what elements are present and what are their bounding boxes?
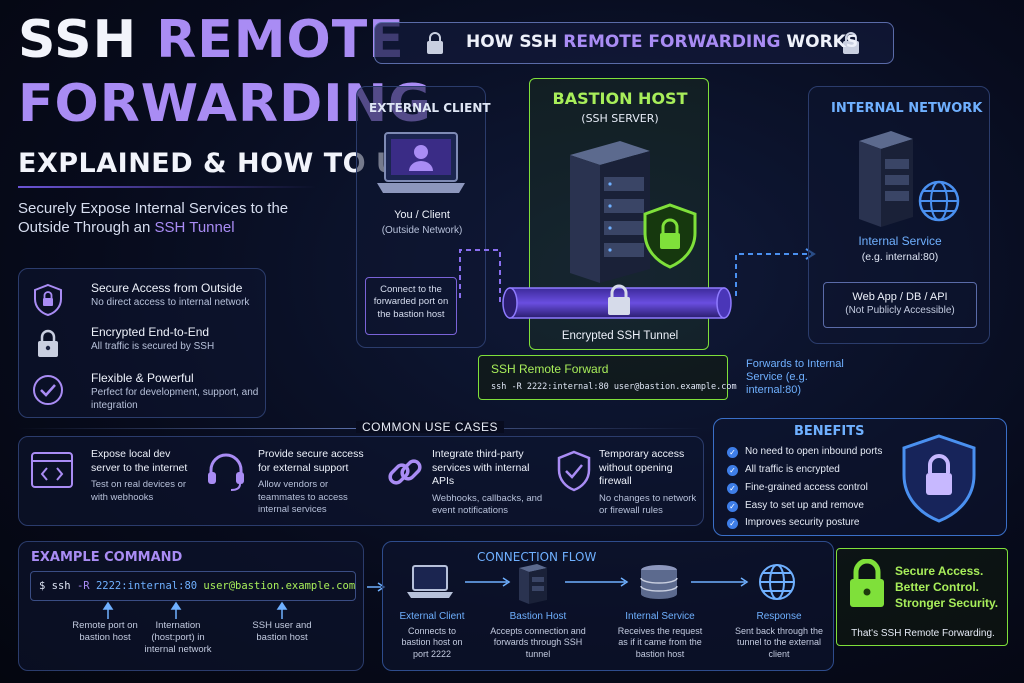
benefit-item: ✓All traffic is encrypted — [727, 465, 840, 476]
laptop-icon — [407, 565, 453, 598]
globe-icon — [759, 564, 795, 600]
feature-title: Secure Access from Outside — [91, 281, 243, 295]
use-case-item: Temporary access without opening firewal… — [599, 448, 703, 518]
use-case-item: Integrate third-party services with inte… — [432, 448, 550, 518]
flow-title: CONNECTION FLOW — [477, 550, 597, 564]
external-client-sub: (Outside Network) — [381, 225, 463, 236]
flow-step-title: Bastion Host — [509, 611, 567, 622]
feature-desc: Perfect for development, support, and in… — [91, 387, 259, 411]
use-case-desc: Test on real devices or with webhooks — [91, 479, 187, 503]
external-client-label: You / Client — [394, 209, 450, 221]
bastion-title: BASTION HOST — [552, 89, 688, 108]
internal-service-sub: (e.g. internal:80) — [861, 251, 939, 263]
connect-note: Connect to the forwarded port on the bas… — [365, 277, 457, 335]
shield-lock-icon — [643, 203, 697, 269]
summary-box: Secure Access. Better Control. Stronger … — [836, 548, 1008, 646]
shield-lock-icon — [34, 283, 62, 317]
bastion-sub: (SSH SERVER) — [581, 112, 659, 125]
flow-step-desc: Receives the request as if it came from … — [617, 626, 703, 659]
check-icon: ✓ — [727, 501, 738, 512]
use-cases-title: COMMON USE CASES — [356, 421, 505, 433]
title-divider — [18, 186, 316, 188]
example-command-panel: EXAMPLE COMMAND — [18, 541, 364, 671]
benefit-item: ✓Improves security posture — [727, 518, 860, 529]
internal-network-panel: INTERNAL NETWORK Internal Service (e.g. … — [808, 86, 990, 344]
internal-network-title: INTERNAL NETWORK — [831, 101, 983, 116]
padlock-icon — [38, 329, 58, 357]
remote-forward-title: SSH Remote Forward — [491, 362, 609, 376]
example-command-code: $ ssh -R 2222:internal:80 user@bastion.e… — [30, 571, 356, 601]
how-it-works-banner — [374, 22, 894, 64]
connection-flow-panel: CONNECTION FLOW — [382, 541, 834, 671]
external-client-panel: EXTERNAL CLIENT You / Client (Outside Ne… — [356, 86, 491, 348]
benefits-title: BENEFITS — [794, 424, 865, 439]
tunnel-label: Encrypted SSH Tunnel — [561, 330, 679, 342]
server-icon — [519, 564, 547, 604]
summary-footer: That's SSH Remote Forwarding. — [851, 628, 995, 639]
banner-title: HOW SSH REMOTE FORWARDING WORKS — [466, 32, 859, 52]
internal-service-label: Internal Service — [858, 234, 942, 248]
benefit-item: ✓Easy to set up and remove — [727, 501, 864, 512]
feature-desc: All traffic is secured by SSH — [91, 341, 215, 352]
example-note: Remote port on bastion host — [72, 620, 138, 643]
remote-forward-code: ssh -R 2222:internal:80 user@bastion.exa… — [491, 382, 737, 392]
title-line-1: SSH REMOTE — [18, 10, 405, 70]
use-case-title: Provide secure access for external suppo… — [258, 448, 364, 474]
server-icon — [859, 131, 960, 227]
check-icon: ✓ — [727, 483, 738, 494]
check-icon: ✓ — [727, 518, 738, 529]
forwards-note: Forwards to Internal Service (e.g. inter… — [746, 358, 844, 397]
example-title: EXAMPLE COMMAND — [31, 550, 183, 565]
code-window-icon — [31, 452, 73, 488]
internal-service-box: Web App / DB / API (Not Publicly Accessi… — [823, 282, 977, 328]
flow-step-desc: Sent back through the tunnel to the exte… — [734, 626, 824, 659]
shield-lock-icon — [902, 434, 976, 523]
internal-service-note: (Not Publicly Accessible) — [845, 305, 955, 317]
padlock-icon — [843, 32, 859, 54]
benefits-panel: BENEFITS — [713, 418, 1007, 536]
flow-step-title: External Client — [399, 611, 465, 622]
use-case-title: Integrate third-party services with inte… — [432, 448, 530, 488]
padlock-icon — [427, 32, 443, 54]
feature-title: Flexible & Powerful — [91, 371, 194, 385]
internal-service-types: Web App / DB / API — [852, 291, 948, 303]
use-case-item: Expose local dev server to the internet … — [91, 448, 191, 504]
summary-tagline: Secure Access. Better Control. Stronger … — [895, 564, 999, 611]
use-cases-panel — [18, 436, 704, 526]
use-case-desc: No changes to network or firewall rules — [599, 492, 697, 517]
ssh-remote-forward-box: SSH Remote Forward ssh -R 2222:internal:… — [478, 355, 737, 400]
example-arrows — [102, 601, 288, 619]
check-icon: ✓ — [727, 447, 738, 458]
server-icon — [570, 141, 650, 283]
example-note: Internation (host:port) in internal netw… — [144, 620, 212, 655]
use-case-title: Expose local dev server to the internet — [91, 448, 188, 474]
use-case-desc: Allow vendors or teammates to access int… — [258, 479, 348, 515]
padlock-icon — [850, 559, 884, 607]
database-icon — [640, 565, 678, 599]
feature-desc: No direct access to internal network — [91, 297, 250, 308]
use-case-title: Temporary access without opening firewal… — [599, 448, 685, 488]
link-icon — [388, 459, 422, 485]
flow-step-title: Internal Service — [625, 611, 695, 622]
headset-icon — [208, 453, 244, 491]
shield-check-icon — [557, 450, 591, 492]
feature-title: Encrypted End-to-End — [91, 325, 210, 339]
subtitle: Securely Expose Internal Services to the… — [18, 200, 289, 236]
check-icon: ✓ — [727, 465, 738, 476]
features-panel: Secure Access from Outside No direct acc… — [18, 268, 266, 418]
benefit-item: ✓Fine-grained access control — [727, 483, 868, 494]
padlock-icon — [608, 284, 630, 315]
external-client-title: EXTERNAL CLIENT — [369, 101, 491, 115]
check-circle-icon — [33, 375, 63, 405]
flow-step-desc: Connects to bastion host on port 2222 — [401, 626, 463, 659]
example-note: SSH user and bastion host — [252, 620, 312, 643]
laptop-icon — [377, 132, 465, 193]
use-case-desc: Webhooks, callbacks, and event notificat… — [432, 492, 543, 517]
flow-connectors — [459, 248, 816, 302]
flow-step-title: Response — [756, 611, 802, 622]
flow-step-desc: Accepts connection and forwards through … — [490, 626, 586, 659]
benefit-item: ✓No need to open inbound ports — [727, 447, 882, 458]
use-case-item: Provide secure access for external suppo… — [258, 448, 370, 516]
flow-icons — [407, 564, 795, 604]
